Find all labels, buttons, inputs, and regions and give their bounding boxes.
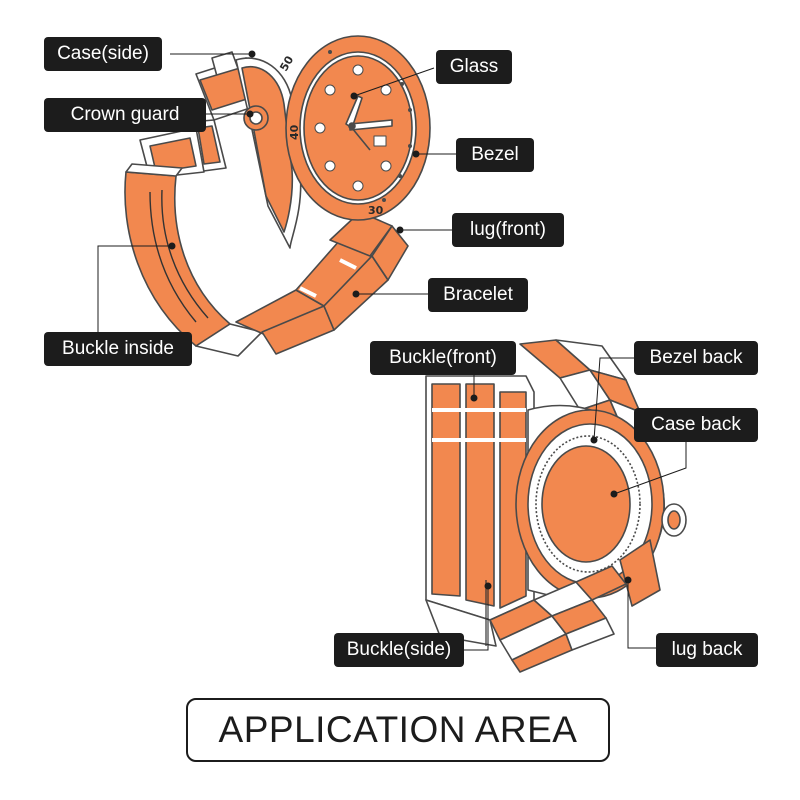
back-upper-bracelet <box>519 339 649 441</box>
label-buckle-side: Buckle(side) <box>334 633 464 667</box>
front-view-watch <box>124 35 431 357</box>
bezel-ticks <box>328 50 412 202</box>
label-lug-front: lug(front) <box>452 213 564 247</box>
label-case-side: Case(side) <box>44 37 162 71</box>
label-bezel-back: Bezel back <box>634 341 758 375</box>
application-area-title: APPLICATION AREA <box>186 698 610 762</box>
label-bracelet: Bracelet <box>428 278 528 312</box>
back-view-watch <box>425 339 687 673</box>
buckle-inside-shape <box>124 163 231 347</box>
dial-indices <box>314 64 392 192</box>
label-lug-back: lug back <box>656 633 758 667</box>
case-back-shape <box>515 404 687 599</box>
back-lower-bracelet <box>425 565 627 673</box>
bezel-shape <box>285 35 431 221</box>
watch-hands <box>345 95 393 151</box>
label-crown-guard: Crown guard <box>44 98 206 132</box>
label-bezel: Bezel <box>456 138 534 172</box>
label-glass: Glass <box>436 50 512 84</box>
label-buckle-front: Buckle(front) <box>370 341 516 375</box>
bezel-marker-40: 40 <box>288 124 301 140</box>
buckle-front-shape <box>425 375 535 621</box>
bezel-marker-30: 30 <box>368 204 384 217</box>
label-case-back: Case back <box>634 408 758 442</box>
bezel-marker-50: 50 <box>277 53 296 73</box>
upper-bracelet-accent <box>149 67 251 173</box>
lower-bracelet <box>195 211 409 357</box>
leader-lines <box>97 50 687 651</box>
label-buckle-inside: Buckle inside <box>44 332 192 366</box>
